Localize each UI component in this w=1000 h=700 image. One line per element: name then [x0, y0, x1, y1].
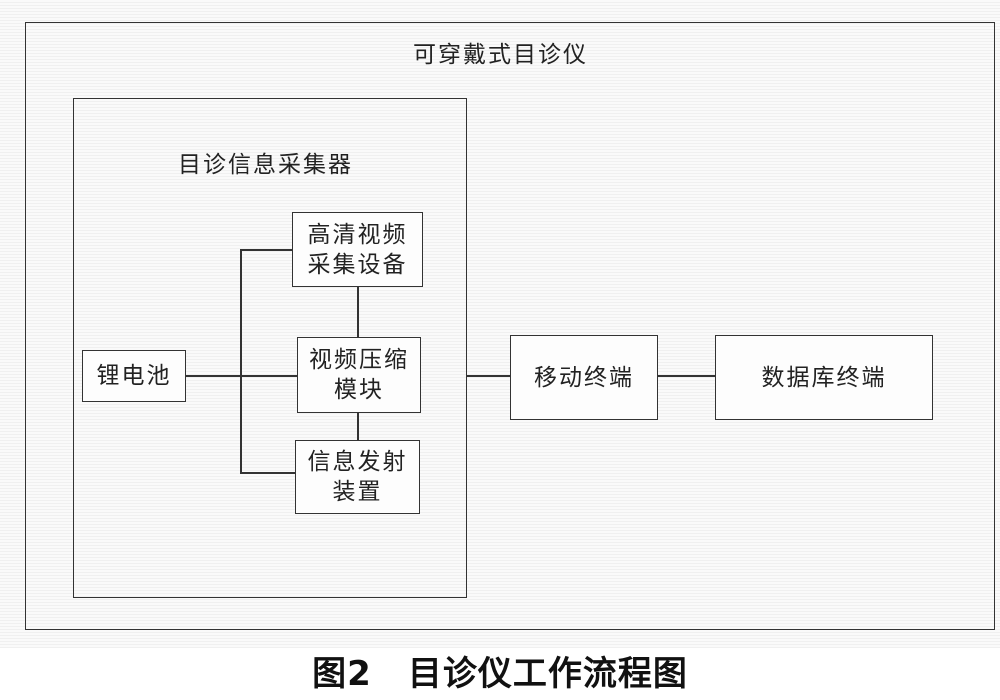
compression-label-line-2: 模块 [334, 377, 384, 403]
collector-to-mobile-line [467, 375, 510, 377]
transmitter-label-line-2: 装置 [332, 479, 383, 505]
transmitter-label-line-1: 信息发射 [307, 449, 408, 475]
video-compression-box: 视频压缩 模块 [297, 337, 421, 413]
hd-video-label-line-2: 采集设备 [307, 251, 408, 278]
hd-video-label-line-1: 高清视频 [307, 221, 408, 248]
database-terminal-label: 数据库终端 [761, 364, 887, 391]
collector-title: 目诊信息采集器 [178, 152, 353, 178]
info-transmitter-box: 信息发射 装置 [295, 440, 420, 514]
figure-caption: 图2 目诊仪工作流程图 [0, 648, 1000, 700]
figure-number: 图2 [312, 654, 372, 694]
hd-video-to-compression-line [357, 287, 359, 337]
outer-title: 可穿戴式目诊仪 [413, 42, 588, 68]
collector-box [73, 98, 467, 598]
lithium-battery-box: 锂电池 [82, 350, 186, 402]
figure-title: 目诊仪工作流程图 [407, 654, 688, 694]
mobile-terminal-label: 移动终端 [534, 364, 634, 391]
compression-to-transmitter-line [357, 413, 359, 440]
outer-instrument-box [25, 22, 995, 630]
hd-video-capture-box: 高清视频 采集设备 [292, 212, 423, 287]
mobile-to-database-line [658, 375, 715, 377]
trunk-to-transmitter-line [240, 472, 295, 474]
trunk-vertical-line [240, 249, 242, 474]
compression-label-line-1: 视频压缩 [309, 347, 409, 373]
battery-to-trunk-line [186, 375, 298, 377]
trunk-to-hd-video-line [240, 249, 292, 251]
database-terminal-box: 数据库终端 [715, 335, 933, 420]
battery-label: 锂电池 [96, 363, 172, 389]
mobile-terminal-box: 移动终端 [510, 335, 658, 420]
